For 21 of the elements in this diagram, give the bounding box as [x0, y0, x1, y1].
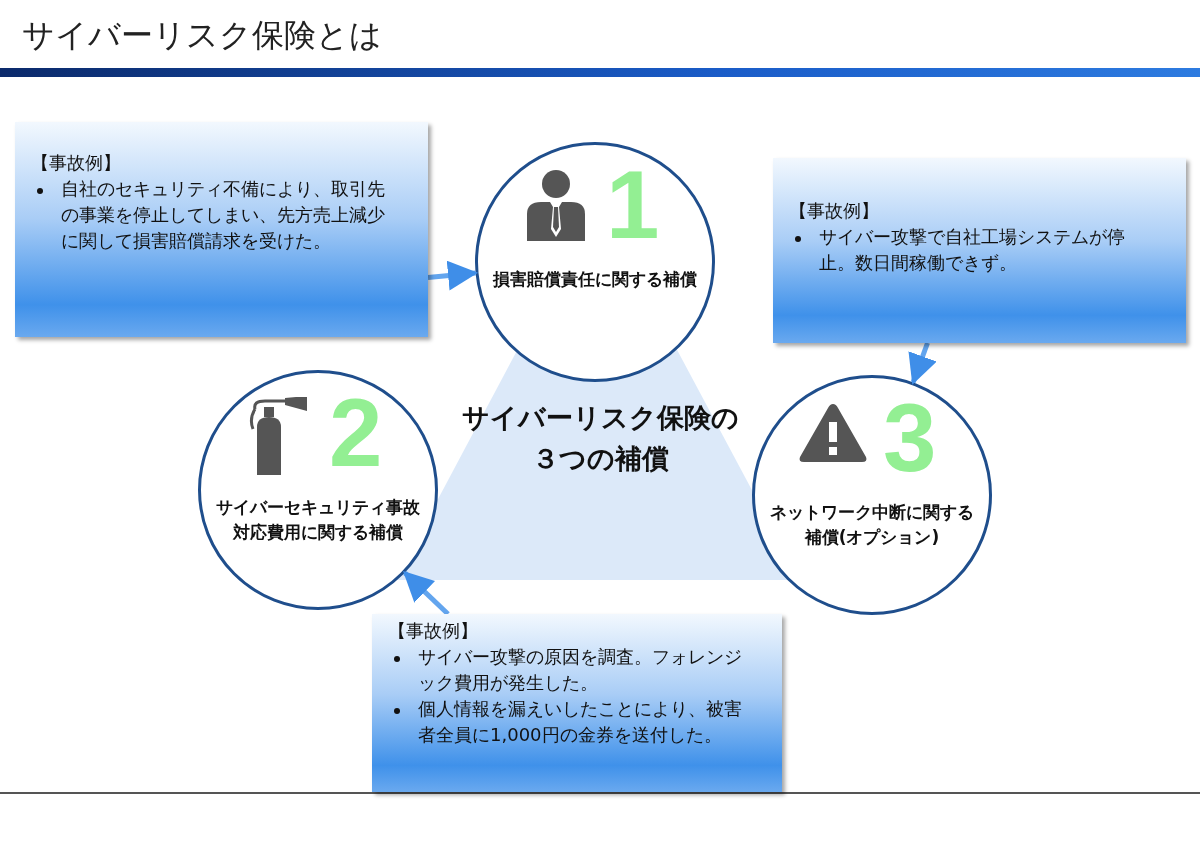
bullet-text: 個人情報を漏えいしたことにより、被害者全員に1,000円の金券を送付した。	[418, 697, 742, 748]
callout-box	[773, 158, 1186, 343]
bullet-text: 自社のセキュリティ不備により、取引先の事業を停止してしまい、先方売上減少に関して損害賠償請求を受けた。	[61, 177, 386, 254]
large-number: 1	[606, 157, 660, 253]
callout-pointer	[427, 260, 478, 291]
callout-heading: 【事故例】	[789, 199, 880, 223]
bullet-text: サイバー攻撃の原因を調査。フォレンジック費用が発生した。	[418, 645, 742, 696]
callout-box	[372, 614, 782, 792]
bullet-text: サイバー攻撃で自社工場システムが停止。数日間稼働できず。	[819, 225, 1126, 276]
callout-heading: 【事故例】	[31, 151, 122, 175]
page-title: サイバーリスク保険とは	[22, 15, 382, 56]
circle-label: ネットワーク中断に関する補償(オプション)	[769, 501, 975, 549]
circle-label: 損害賠償責任に関する補償	[492, 268, 698, 291]
callout-heading: 【事故例】	[388, 619, 479, 643]
center-heading: サイバーリスク保険の３つの補償	[460, 401, 740, 476]
large-number: 2	[329, 385, 383, 481]
callout-pointer	[403, 571, 450, 616]
large-number: 3	[883, 390, 937, 486]
circle-label: サイバーセキュリティ事故対応費用に関する補償	[215, 496, 421, 544]
callout-box	[15, 122, 428, 337]
callout-pointer	[908, 342, 937, 385]
